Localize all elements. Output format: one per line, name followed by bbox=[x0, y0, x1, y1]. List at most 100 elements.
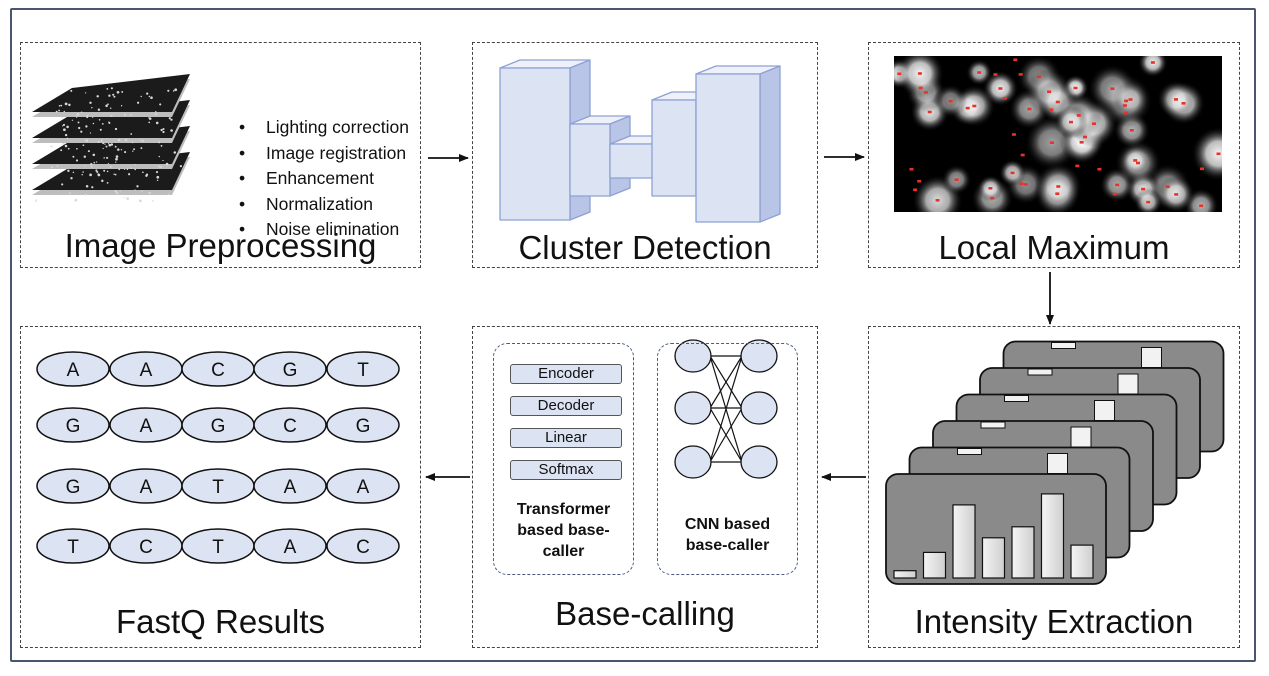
peak-dot bbox=[917, 72, 922, 75]
speckle bbox=[62, 125, 64, 127]
speckle bbox=[89, 101, 92, 105]
speckle bbox=[84, 165, 86, 167]
step-enhancement: Enhancement bbox=[239, 166, 409, 192]
speckle bbox=[107, 163, 110, 165]
speckle bbox=[85, 184, 89, 188]
nucleotide-letter: A bbox=[357, 477, 370, 498]
speckle bbox=[126, 168, 129, 171]
nucleotide: A bbox=[109, 468, 183, 504]
intensity-bar bbox=[1004, 395, 1029, 402]
speckle bbox=[132, 150, 134, 152]
speckle bbox=[150, 96, 153, 99]
nucleotide-letter: C bbox=[139, 537, 153, 558]
speckle bbox=[68, 192, 71, 195]
speckle bbox=[131, 141, 134, 144]
peak-dot bbox=[935, 199, 940, 202]
speckle bbox=[108, 143, 112, 147]
nucleotide-letter: A bbox=[284, 537, 297, 558]
intensity-cards bbox=[885, 340, 1225, 585]
panel-fastq-results: FastQ Results bbox=[20, 326, 421, 648]
speckle bbox=[103, 169, 106, 172]
speckle bbox=[170, 129, 173, 132]
speckle bbox=[61, 117, 63, 119]
speckle bbox=[105, 104, 108, 108]
speckle bbox=[124, 151, 127, 154]
speckle bbox=[134, 163, 136, 166]
step-lighting-correction: Lighting correction bbox=[239, 115, 409, 141]
speckle bbox=[99, 128, 102, 131]
speckle bbox=[141, 190, 143, 192]
speckle bbox=[145, 173, 149, 176]
preprocessing-steps: Lighting correction Image registration E… bbox=[239, 115, 409, 243]
speckle bbox=[106, 156, 109, 159]
speckle bbox=[62, 123, 66, 126]
speckle bbox=[168, 193, 170, 195]
cluster-blob bbox=[1191, 126, 1222, 181]
speckle bbox=[108, 94, 111, 97]
speckle bbox=[107, 103, 109, 106]
speckle bbox=[64, 144, 68, 148]
nucleotide: A bbox=[253, 528, 327, 564]
peak-dot bbox=[1027, 107, 1032, 111]
step-noise-elimination: Noise elimination bbox=[239, 217, 409, 243]
nucleotide: A bbox=[109, 351, 183, 387]
nucleotide: C bbox=[253, 407, 327, 443]
speckle bbox=[141, 140, 144, 142]
nucleotide: A bbox=[36, 351, 110, 387]
figure-frame bbox=[10, 8, 1256, 662]
peak-dot bbox=[954, 178, 959, 181]
image-tile bbox=[32, 74, 190, 117]
speckle bbox=[106, 88, 109, 90]
step-image-registration: Image registration bbox=[239, 141, 409, 167]
speckle bbox=[61, 183, 64, 186]
speckle bbox=[105, 145, 108, 148]
decoder-layer: Decoder bbox=[510, 396, 622, 416]
speckle bbox=[70, 89, 73, 92]
peak-dot bbox=[1200, 167, 1204, 171]
softmax-layer: Softmax bbox=[510, 460, 622, 480]
speckle bbox=[136, 101, 140, 104]
speckle bbox=[173, 151, 177, 154]
peak-dot bbox=[1083, 135, 1087, 139]
speckle bbox=[95, 169, 98, 172]
speckle bbox=[97, 108, 101, 111]
speckle bbox=[35, 199, 38, 202]
nucleotide: G bbox=[36, 468, 110, 504]
speckle bbox=[179, 165, 182, 168]
peak-dot bbox=[1181, 102, 1186, 105]
step-normalization: Normalization bbox=[239, 192, 409, 218]
speckle bbox=[162, 130, 165, 134]
flow-arrows bbox=[425, 153, 1054, 481]
speckle bbox=[159, 103, 162, 106]
peak-dot bbox=[1075, 164, 1080, 168]
nucleotide: T bbox=[326, 351, 400, 387]
speckle bbox=[168, 117, 171, 120]
speckle bbox=[67, 169, 70, 172]
speckle bbox=[142, 171, 144, 174]
speckle bbox=[120, 190, 122, 192]
speckle bbox=[68, 103, 71, 107]
speckle bbox=[158, 141, 161, 144]
speckle bbox=[56, 165, 59, 168]
intensity-bar bbox=[922, 551, 947, 579]
speckle bbox=[76, 147, 78, 150]
speckle bbox=[104, 143, 106, 145]
peak-dot bbox=[993, 73, 998, 76]
speckle bbox=[158, 155, 160, 158]
transformer-label: Transformer based base- caller bbox=[516, 501, 611, 560]
nucleotide-letter: T bbox=[67, 537, 79, 558]
image-stack bbox=[32, 74, 190, 203]
speckle bbox=[91, 186, 94, 189]
nucleotide-letter: C bbox=[283, 416, 297, 437]
peak-dot bbox=[927, 110, 932, 114]
speckle bbox=[90, 163, 93, 166]
panel-intensity-extraction: Intensity Extraction bbox=[868, 326, 1240, 648]
speckle bbox=[102, 142, 105, 145]
nucleotide: C bbox=[181, 351, 255, 387]
peak-dot bbox=[1174, 193, 1179, 196]
peak-dot bbox=[1128, 98, 1133, 101]
cnn-label: CNN based base-caller bbox=[684, 516, 771, 554]
speckle bbox=[109, 107, 112, 109]
speckle bbox=[103, 157, 105, 159]
